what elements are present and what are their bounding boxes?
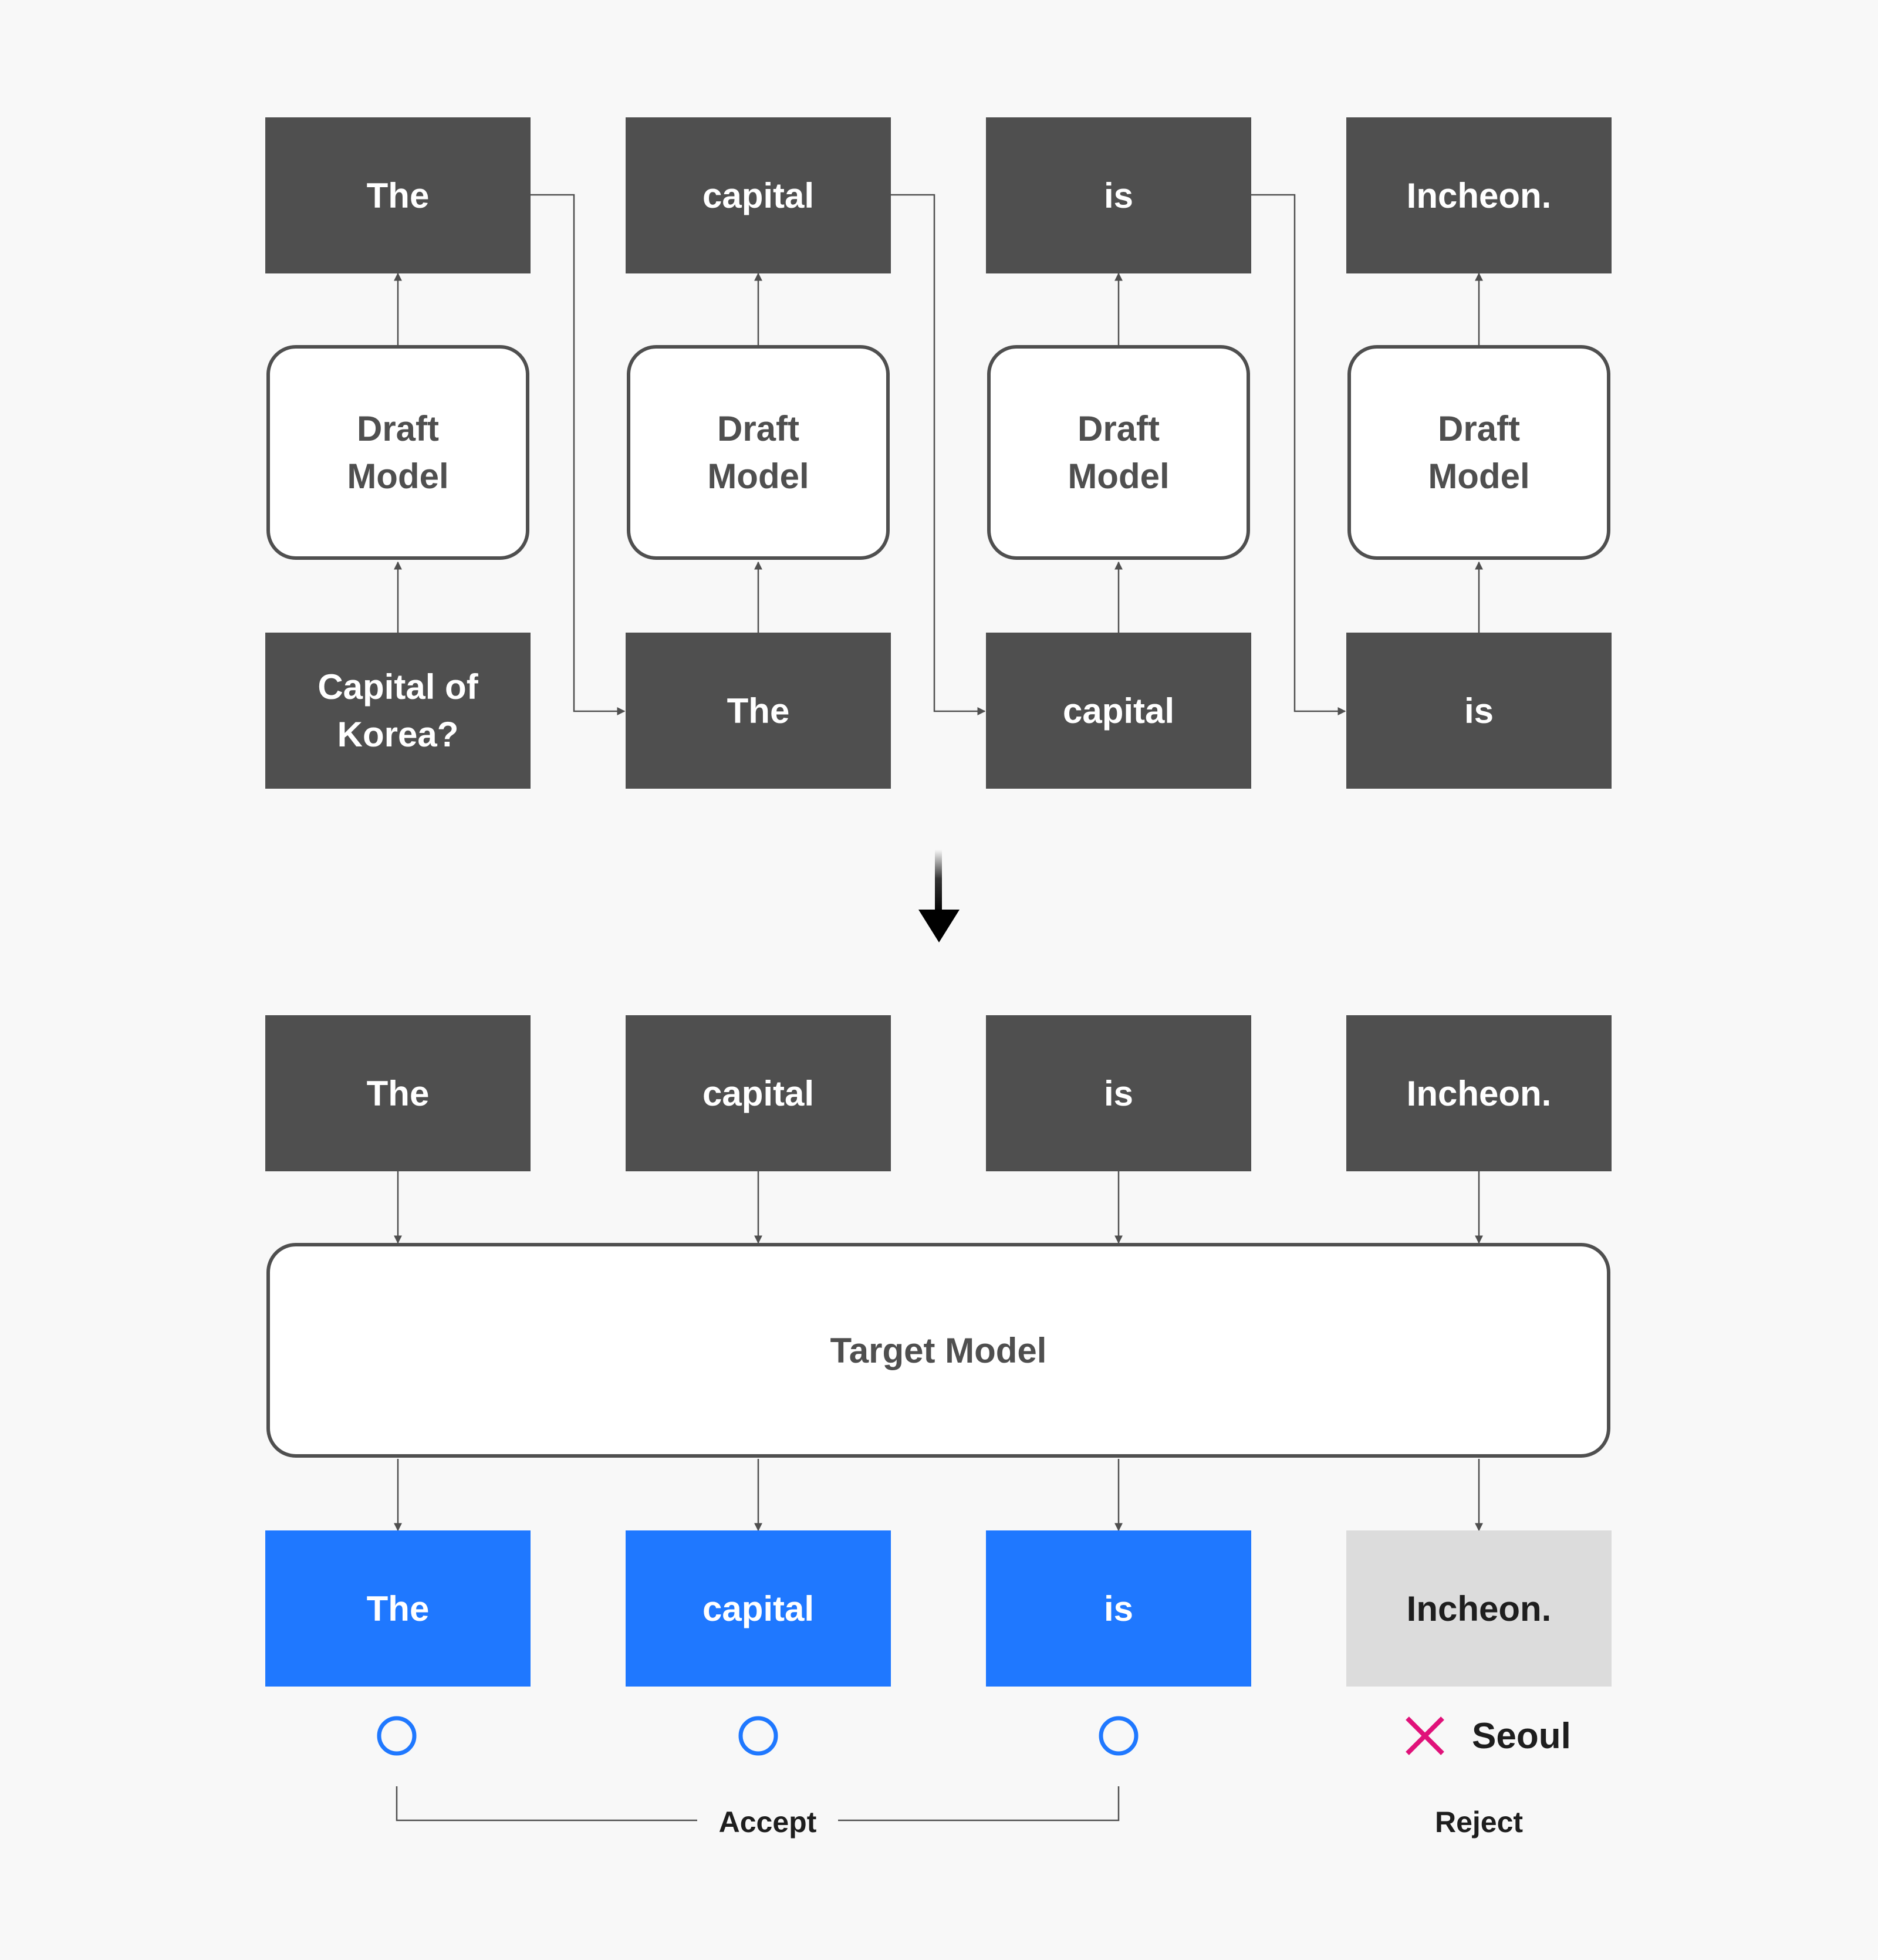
accepted-token-1: The: [265, 1530, 531, 1687]
draft-input-token-2: The: [626, 633, 891, 789]
draft-output-token-2: capital: [626, 117, 891, 273]
draft-model-box-1: Draft Model: [266, 345, 529, 560]
elbow-connector-3: [1251, 194, 1346, 715]
draft-input-token-4: is: [1346, 633, 1612, 789]
verify-input-token-1: The: [265, 1015, 531, 1171]
reject-label: Reject: [1434, 1806, 1524, 1839]
accept-bracket-right: [838, 1786, 1120, 1822]
draft-output-token-4: Incheon.: [1346, 117, 1612, 273]
reject-x-icon: [1406, 1716, 1444, 1755]
rejected-token: Incheon.: [1346, 1530, 1612, 1687]
draft-output-token-1: The: [265, 117, 531, 273]
accept-label: Accept: [718, 1806, 817, 1839]
stage-arrow-shaft: [935, 850, 942, 914]
accept-circle-icon-2: [738, 1716, 778, 1756]
verify-input-token-3: is: [986, 1015, 1251, 1171]
accepted-token-3: is: [986, 1530, 1251, 1687]
draft-model-box-4: Draft Model: [1347, 345, 1610, 560]
elbow-connector-1: [531, 194, 626, 715]
stage-arrow-head: [918, 910, 960, 942]
accept-circle-icon-1: [377, 1716, 417, 1756]
draft-input-token-1: Capital of Korea?: [265, 633, 531, 789]
verify-input-token-2: capital: [626, 1015, 891, 1171]
accepted-token-2: capital: [626, 1530, 891, 1687]
accept-bracket-left: [396, 1786, 697, 1822]
draft-input-token-3: capital: [986, 633, 1251, 789]
draft-model-box-3: Draft Model: [987, 345, 1250, 560]
draft-model-box-2: Draft Model: [627, 345, 890, 560]
draft-output-token-3: is: [986, 117, 1251, 273]
verify-input-token-4: Incheon.: [1346, 1015, 1612, 1171]
elbow-connector-2: [891, 194, 986, 715]
correction-token: Seoul: [1472, 1716, 1571, 1756]
target-model-box: Target Model: [266, 1243, 1610, 1458]
accept-circle-icon-3: [1099, 1716, 1139, 1756]
